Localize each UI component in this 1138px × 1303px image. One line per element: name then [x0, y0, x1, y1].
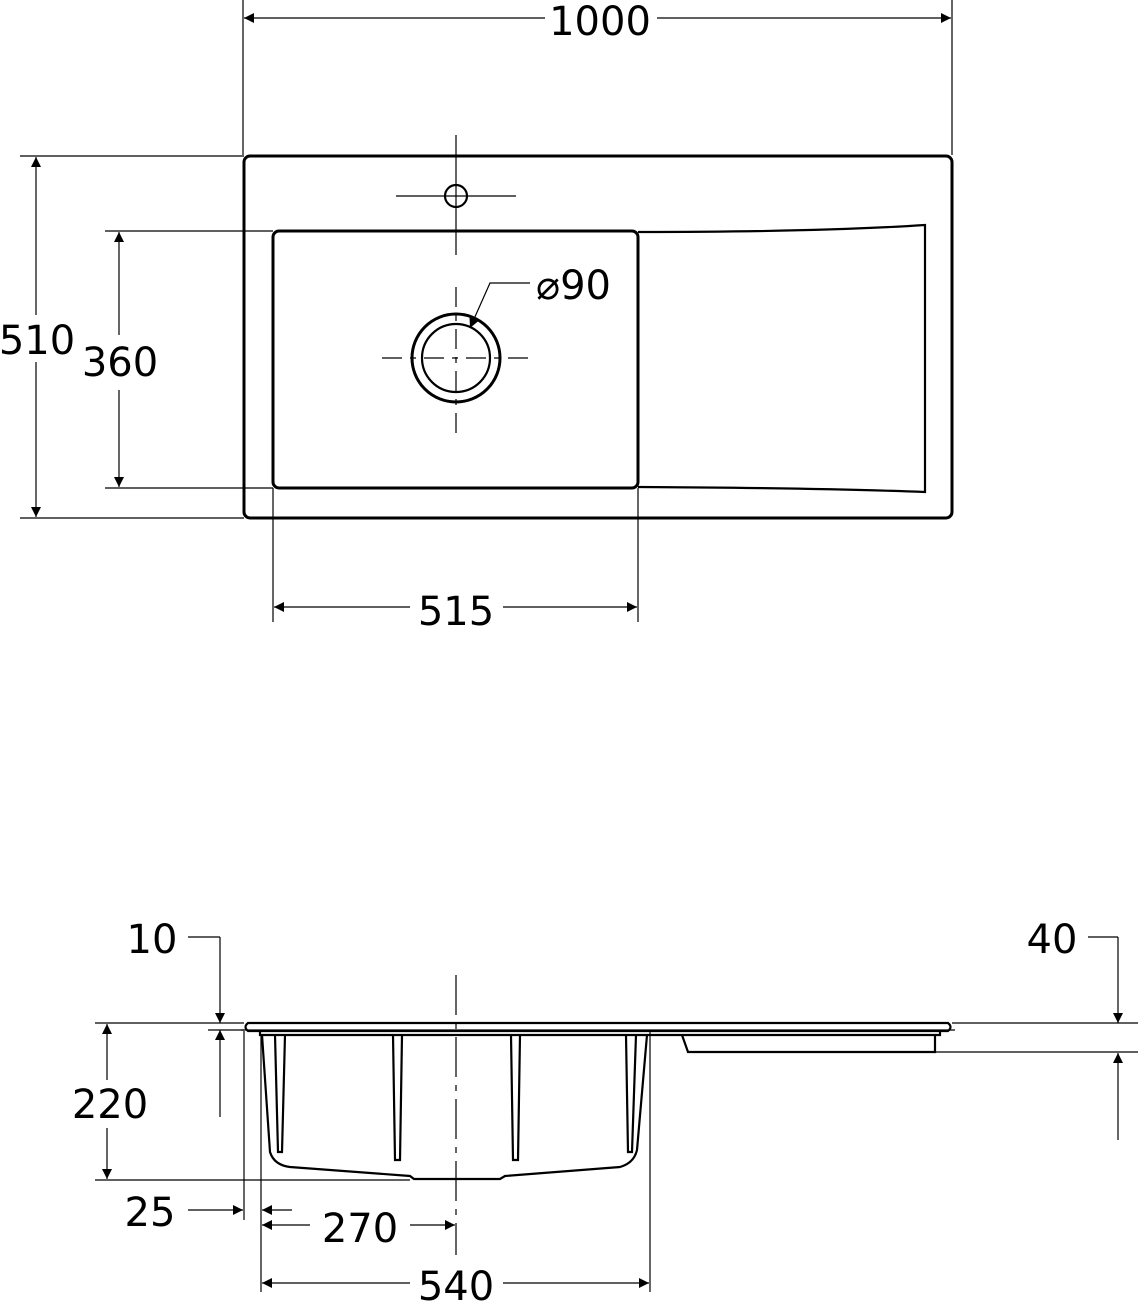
bowl-depth-label: 360	[82, 340, 158, 386]
drainboard-height-label: 40	[1027, 917, 1078, 963]
drain-hole	[382, 287, 530, 433]
bowl-ribs	[273, 1034, 638, 1162]
bowl-offset-label: 25	[125, 1190, 176, 1236]
drain-offset-label: 270	[322, 1206, 398, 1252]
overall-width-label: 1000	[549, 0, 651, 45]
sink-outline	[242, 154, 954, 520]
drain-diameter-label: ⌀90	[536, 263, 611, 309]
bowl-profile	[260, 1034, 649, 1181]
rim-thickness-label: 10	[127, 917, 178, 963]
rim-slab	[244, 1021, 952, 1033]
top-view: ⌀90 1000 510 360 515	[0, 0, 954, 635]
bowl-outer-width-label: 540	[418, 1264, 494, 1303]
drainboard-outline	[637, 223, 927, 494]
under-rim	[258, 1031, 942, 1037]
side-view: 10 220 25 270 540 40	[72, 917, 1138, 1303]
diameter-leader	[469, 282, 530, 329]
bowl-height-label: 220	[72, 1082, 148, 1128]
overall-depth-label: 510	[0, 318, 75, 364]
bowl-width-label: 515	[418, 589, 494, 635]
tap-hole	[396, 135, 516, 255]
drainboard-tray	[680, 1034, 937, 1054]
